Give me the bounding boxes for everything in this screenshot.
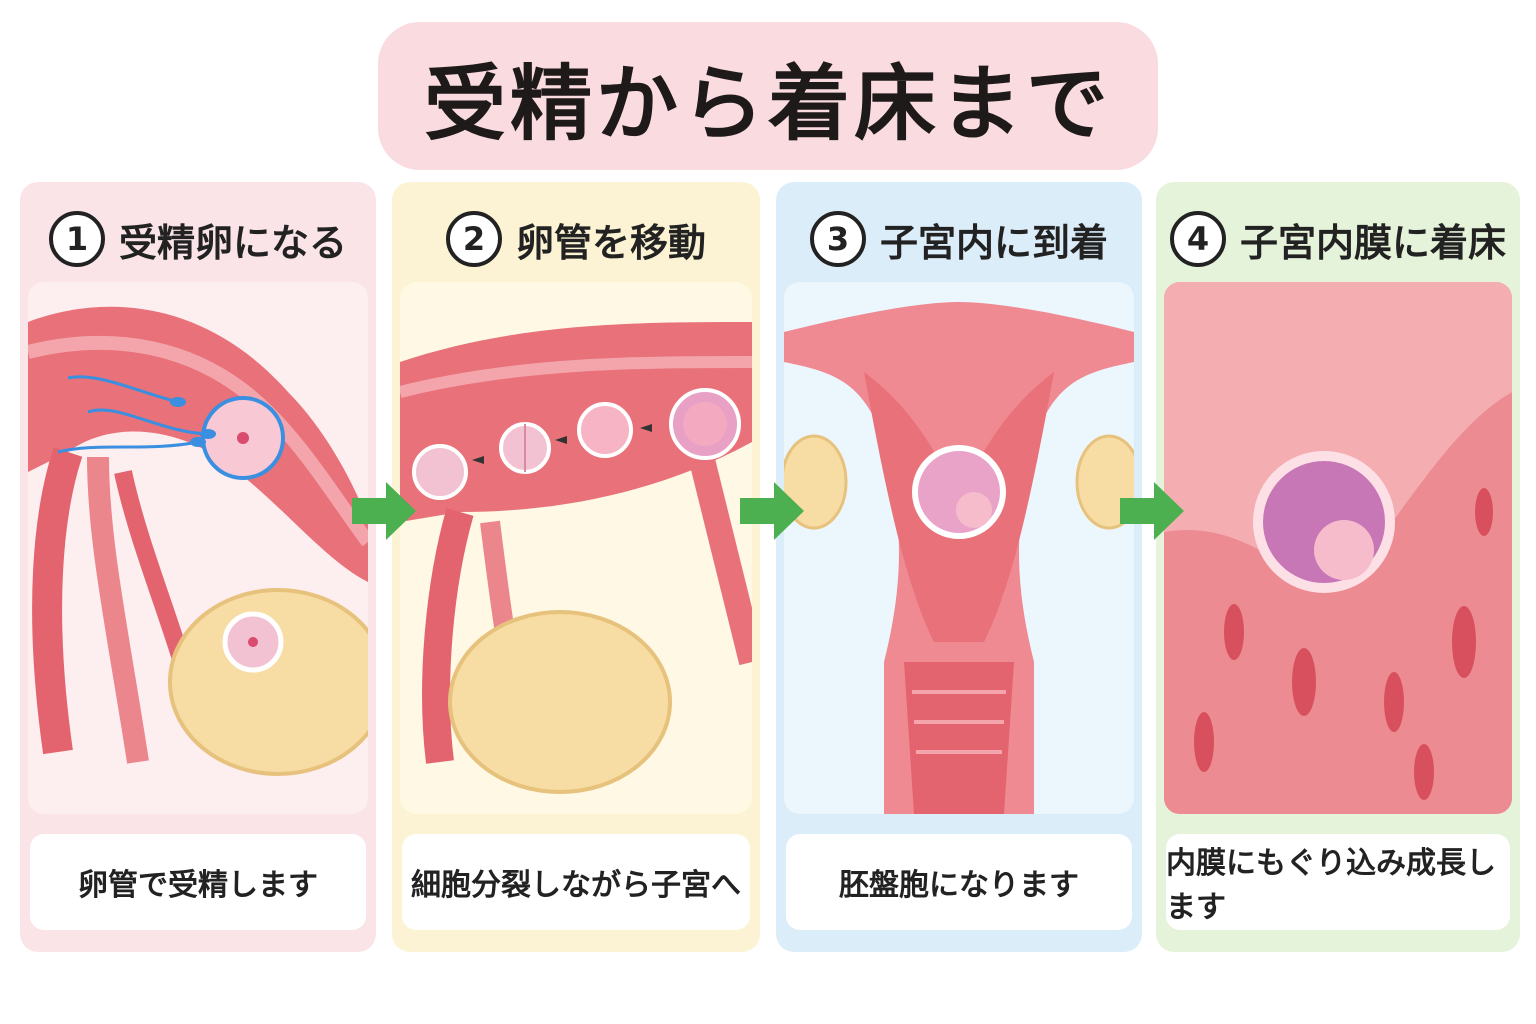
step-panel-3: 3 子宮内に到着 胚盤胞になります: [776, 182, 1142, 952]
step-header-2: 2 卵管を移動: [392, 204, 760, 274]
step-number-2: 2: [445, 211, 502, 267]
step-caption-4: 内膜にもぐり込み成長します: [1166, 846, 1496, 925]
step-header-4: 4 子宮内膜に着床: [1156, 204, 1520, 274]
step-header-1: 1 受精卵になる: [20, 204, 376, 274]
step-illustration-1: [28, 282, 368, 814]
step-panel-1: 1 受精卵になる 卵管で受精します: [20, 182, 376, 952]
step-panel-2: 2 卵管を移動 細胞分裂しながら子宮へ: [392, 182, 760, 952]
step-caption-box-4: 内膜にもぐり込み成長します: [1166, 834, 1510, 930]
step-caption-box-3: 胚盤胞になります: [786, 834, 1132, 930]
step-caption-box-1: 卵管で受精します: [30, 834, 366, 930]
arrow-right-icon-1: [352, 482, 416, 540]
endometrium-implantation-illustration: [1164, 282, 1512, 814]
cell-division-illustration: [400, 322, 752, 794]
step-number-1: 1: [48, 211, 105, 267]
step-caption-1: 卵管で受精します: [78, 868, 318, 903]
step-number-4: 4: [1169, 211, 1226, 267]
arrow-right-icon-3: [1120, 482, 1184, 540]
step-label-2: 卵管を移動: [515, 220, 706, 265]
arrow-right-icon-2: [740, 482, 804, 540]
page-title: 受精から着床まで: [423, 56, 1112, 152]
step-header-3: 3 子宮内に到着: [776, 204, 1142, 274]
uterus-illustration: [784, 302, 1134, 814]
step-panel-4: 4 子宮内膜に着床 内膜にもぐり込み成長します: [1156, 182, 1520, 952]
fallopian-fertilization-illustration: [28, 306, 368, 776]
step-label-1: 受精卵になる: [118, 220, 347, 265]
step-illustration-3: [784, 282, 1134, 814]
step-illustration-2: [400, 282, 752, 814]
step-label-3: 子宮内に到着: [879, 220, 1108, 265]
title-banner: 受精から着床まで: [378, 22, 1158, 170]
step-caption-box-2: 細胞分裂しながら子宮へ: [402, 834, 750, 930]
step-illustration-4: [1164, 282, 1512, 814]
step-label-4: 子宮内膜に着床: [1239, 220, 1506, 265]
step-caption-2: 細胞分裂しながら子宮へ: [411, 868, 741, 903]
step-caption-3: 胚盤胞になります: [839, 868, 1079, 903]
step-number-3: 3: [809, 211, 866, 267]
